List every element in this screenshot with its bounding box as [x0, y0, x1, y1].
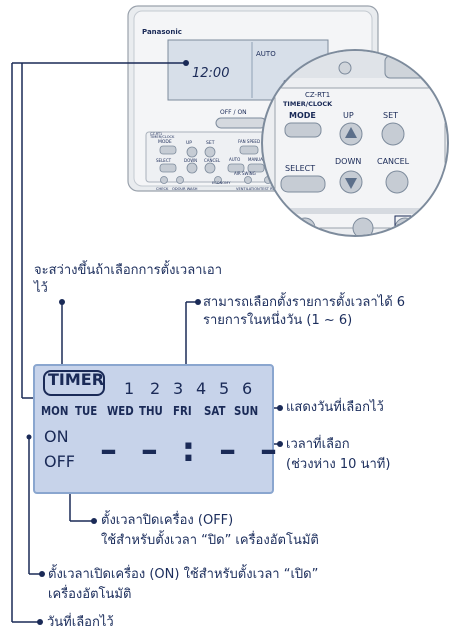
down-button-small — [186, 162, 198, 174]
zoom-select-button — [280, 175, 326, 193]
caption-selected-time: เวลาที่เลือก — [286, 437, 350, 452]
svg-text:VENTILATION: VENTILATION — [236, 187, 260, 191]
set-button-small — [204, 146, 216, 158]
svg-text:SELECT: SELECT — [285, 164, 315, 173]
timer-indicator: TIMER — [48, 370, 105, 389]
svg-text:MANUAL: MANUAL — [248, 157, 266, 162]
caption-six-programs: สามารถเลือกตั้งรายการตั้งเวลาได้ 6 รายกา… — [203, 295, 406, 328]
svg-text:TIMER/CLOCK: TIMER/CLOCK — [283, 100, 333, 108]
svg-text:CHECK: CHECK — [156, 187, 169, 191]
lcd-time: 12:00 — [192, 66, 229, 81]
svg-text:ODOUR WASH: ODOUR WASH — [172, 187, 198, 191]
svg-text:SELECT: SELECT — [156, 158, 172, 163]
day-sun: SUN — [234, 404, 259, 418]
cancel-button-small — [204, 162, 216, 174]
svg-text:UP: UP — [186, 140, 192, 146]
lcd-display-panel — [33, 364, 274, 494]
program-number-2: 2 — [150, 379, 161, 398]
caption-off-timer: ตั้งเวลาปิดเครื่อง (OFF) — [101, 513, 234, 528]
svg-text:MODE: MODE — [289, 111, 316, 120]
up-button-small — [186, 146, 198, 158]
svg-text:AUTO: AUTO — [229, 157, 240, 162]
svg-text:UP: UP — [343, 111, 354, 120]
timer-indicator-frame — [43, 370, 105, 396]
program-number-6: 6 — [242, 379, 253, 398]
svg-text:TEST RUN: TEST RUN — [259, 187, 278, 191]
day-fri: FRI — [173, 404, 192, 418]
brand-logo: Panasonic — [142, 28, 182, 36]
on-indicator: ON — [44, 427, 69, 446]
day-tue: TUE — [75, 404, 98, 418]
day-thu: THU — [139, 404, 163, 418]
svg-text:ECONOMY: ECONOMY — [212, 181, 231, 185]
svg-text:CZ-RT1: CZ-RT1 — [150, 132, 162, 136]
caption-off-timer-desc: ใช้สำหรับตั้งเวลา “ปิด” เครื่องอัตโนมัติ — [101, 533, 319, 548]
svg-text:CZ-RT1: CZ-RT1 — [305, 91, 330, 99]
program-number-4: 4 — [196, 379, 207, 398]
svg-text:SET: SET — [383, 111, 398, 120]
time-dashes: – – : – – — [100, 430, 283, 470]
svg-text:FAN SPEED: FAN SPEED — [238, 139, 260, 144]
svg-text:MODE: MODE — [158, 139, 172, 145]
zoom-cancel-button — [385, 170, 409, 194]
program-number-5: 5 — [219, 379, 230, 398]
svg-text:SET: SET — [206, 140, 215, 146]
day-mon: MON — [41, 404, 69, 418]
fan-speed-button-small — [239, 145, 259, 155]
mode-button-small — [159, 145, 177, 155]
select-button-small — [159, 163, 177, 173]
caption-on-timer-desc: เครื่องอัตโนมัติ — [48, 587, 132, 602]
day-sat: SAT — [204, 404, 226, 418]
lcd-mode: AUTO — [256, 50, 276, 58]
caption-timer-lights: จะสว่างขึ้นถ้าเลือกการตั้งเวลาเอาไว้ — [34, 263, 223, 296]
day-wed: WED — [107, 404, 134, 418]
svg-text:DOWN: DOWN — [184, 158, 197, 163]
zoomed-buttons-circle: CZ-RT1 TIMER/CLOCK MODE UP SET SELECT DO… — [261, 49, 449, 237]
off-indicator: OFF — [44, 452, 75, 471]
program-number-1: 1 — [124, 379, 135, 398]
svg-text:DOWN: DOWN — [335, 157, 361, 166]
caption-on-timer: ตั้งเวลาเปิดเครื่อง (ON) ใช้สำหรับตั้งเว… — [48, 567, 319, 582]
offon-label: OFF / ON — [220, 109, 247, 116]
caption-time-interval: (ช่วงห่าง 10 นาที) — [286, 457, 391, 472]
svg-text:CANCEL: CANCEL — [204, 158, 221, 163]
svg-text:TIMER/CLOCK: TIMER/CLOCK — [149, 135, 175, 139]
zoom-mode-button — [284, 122, 322, 138]
program-number-3: 3 — [173, 379, 184, 398]
zoom-set-button — [381, 122, 405, 146]
caption-selected-day: วันที่เลือกไว้ — [47, 615, 114, 630]
svg-text:AIR SWING: AIR SWING — [234, 171, 256, 176]
caption-selected-days: แสดงวันที่เลือกไว้ — [286, 400, 384, 415]
auto-button-small — [227, 163, 245, 173]
manual-button-small — [247, 163, 265, 173]
svg-text:CANCEL: CANCEL — [377, 157, 410, 166]
